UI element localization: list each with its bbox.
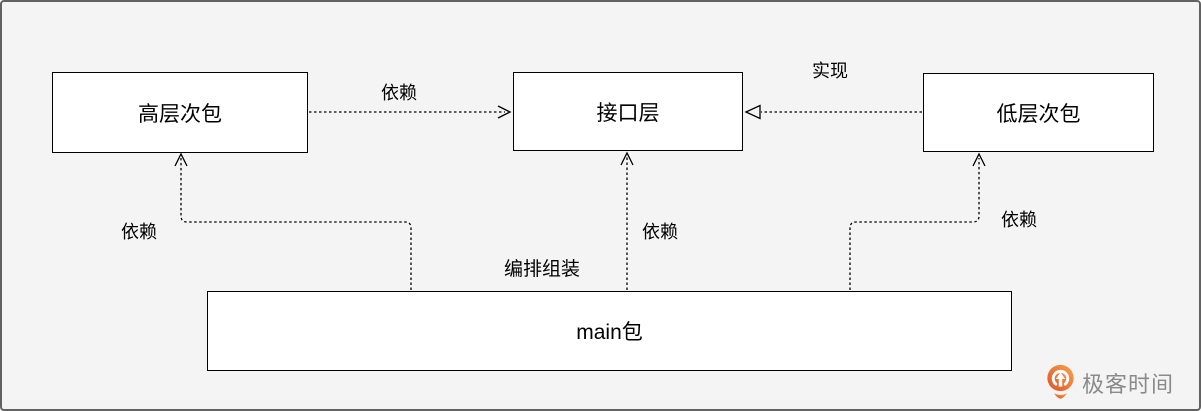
edge-low-to-interface (744, 104, 922, 120)
node-low-level-package: 低层次包 (923, 73, 1154, 152)
edge-label-dependency-right: 依赖 (1001, 210, 1037, 230)
geektime-logo-icon (1047, 364, 1074, 399)
node-high-level-package-label: 高层次包 (138, 102, 222, 126)
edge-label-assembly: 编排组装 (504, 259, 581, 280)
edge-high-to-interface (309, 105, 512, 119)
edge-main-to-high (174, 152, 412, 290)
node-main-package: main包 (207, 291, 1012, 371)
node-interface-layer-label: 接口层 (596, 101, 660, 125)
node-high-level-package: 高层次包 (52, 72, 308, 153)
node-main-package-label: main包 (576, 321, 643, 344)
edge-main-to-interface (620, 151, 634, 290)
geektime-brand-text: 极客时间 (1082, 371, 1175, 397)
edge-label-dependency-left: 依赖 (121, 222, 157, 242)
node-low-level-package-label: 低层次包 (996, 102, 1081, 126)
edge-main-to-low (849, 152, 986, 290)
geektime-watermark: 极客时间 (1046, 364, 1174, 401)
edge-label-dependency-top: 依赖 (381, 83, 417, 103)
node-interface-layer: 接口层 (513, 72, 743, 151)
edge-label-realization: 实现 (812, 61, 848, 81)
edge-label-dependency-middle: 依赖 (642, 222, 678, 242)
